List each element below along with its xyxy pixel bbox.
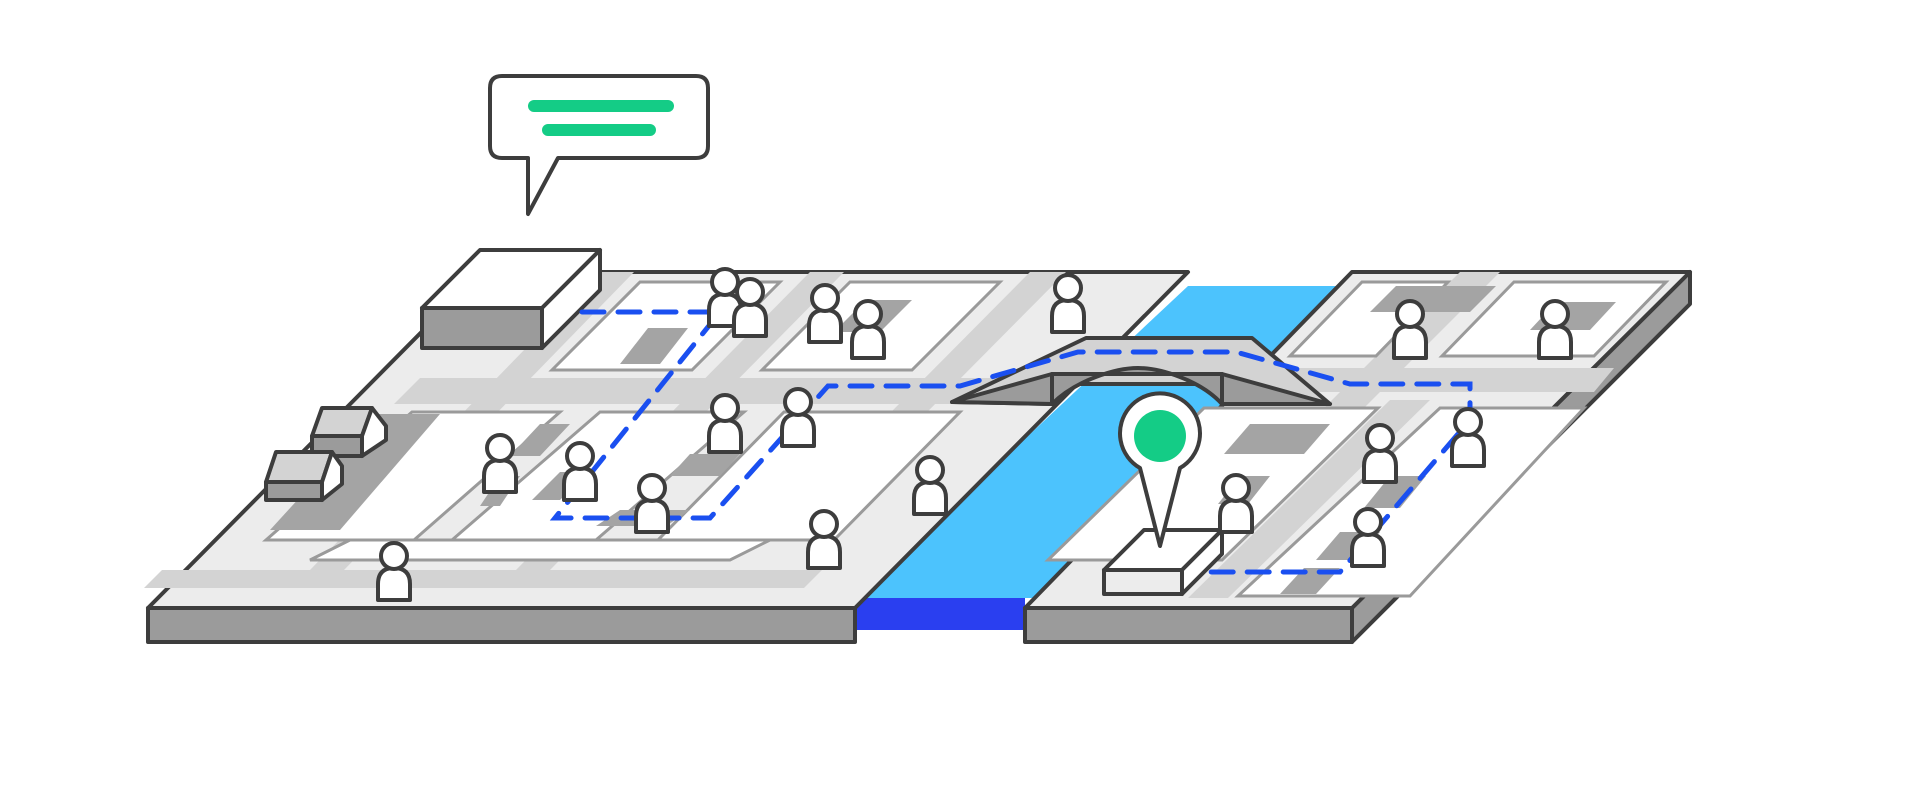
- person-icon: [806, 509, 842, 570]
- large-building: [420, 248, 602, 350]
- person-icon: [634, 473, 670, 534]
- person-icon: [1218, 473, 1254, 534]
- person-icon: [732, 277, 768, 338]
- person-icon: [1537, 299, 1573, 360]
- person-icon: [482, 433, 518, 494]
- small-building: [264, 450, 344, 502]
- person-icon: [807, 283, 843, 344]
- location-pin-icon[interactable]: [1118, 391, 1202, 548]
- person-icon: [1362, 423, 1398, 484]
- person-icon: [850, 299, 886, 360]
- speech-bubble-icon[interactable]: [488, 74, 710, 216]
- bridge-icon: [950, 336, 1332, 406]
- person-icon: [376, 541, 412, 602]
- person-icon: [562, 441, 598, 502]
- small-building: [310, 406, 388, 458]
- person-icon: [1450, 407, 1486, 468]
- person-icon: [1050, 273, 1086, 334]
- bridge-arch: [1050, 366, 1224, 406]
- right-plate-side: [1023, 606, 1354, 644]
- destination-building: [1102, 528, 1224, 596]
- river-front: [855, 598, 1025, 630]
- block: [309, 538, 771, 562]
- people: [376, 267, 1573, 602]
- person-icon: [1392, 299, 1428, 360]
- destination-dot: [1134, 410, 1186, 462]
- bridge-side-right: [1220, 372, 1332, 406]
- right-city-block: [1023, 270, 1692, 644]
- person-icon: [1350, 507, 1386, 568]
- block: [1234, 406, 1588, 598]
- person-icon: [912, 455, 948, 516]
- person-icon: [707, 393, 743, 454]
- person-icon: [780, 387, 816, 448]
- left-plate-side: [146, 606, 857, 644]
- left-city-block: [144, 248, 1190, 644]
